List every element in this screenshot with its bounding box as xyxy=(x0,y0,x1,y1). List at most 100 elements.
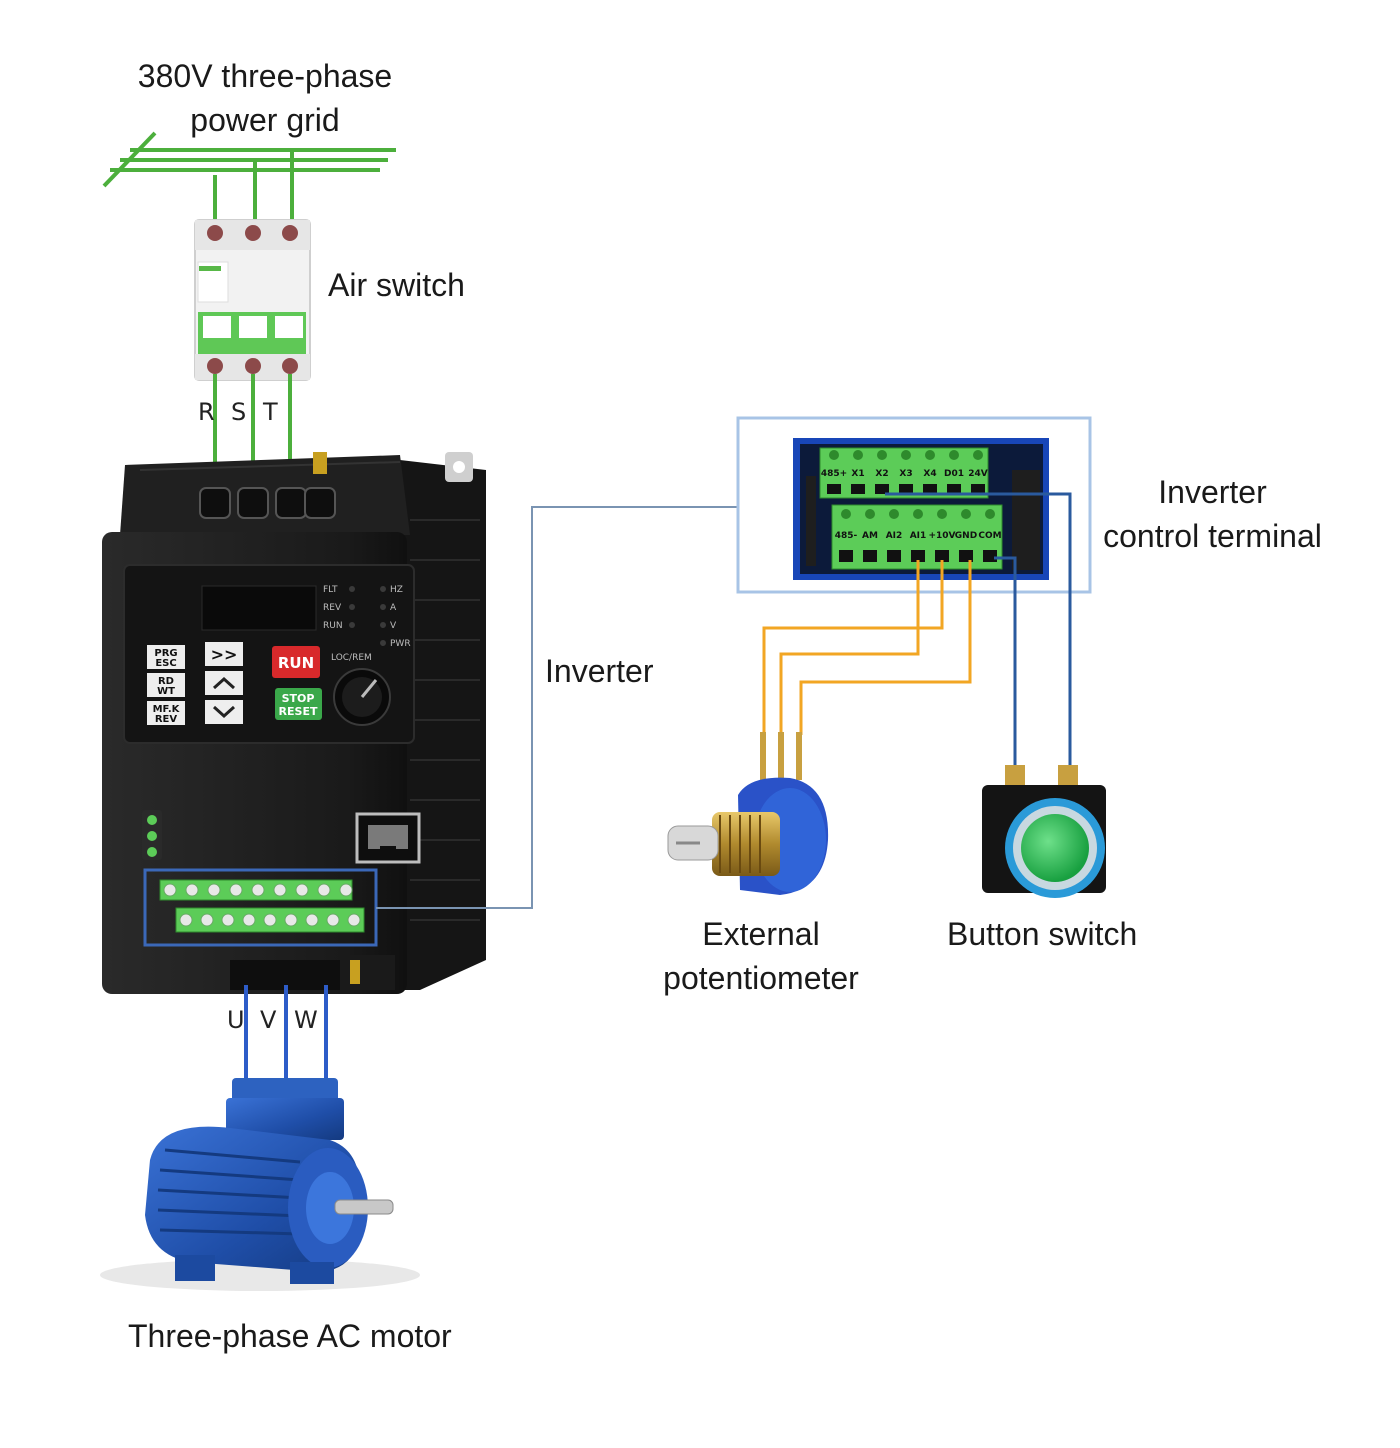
led-flt-label: FLT xyxy=(323,585,338,595)
terminal-screw-top-6 xyxy=(973,450,983,460)
inverter-label: Inverter xyxy=(545,653,654,689)
terminal-label-top-6: 24V xyxy=(968,469,988,479)
terminal-slot-bottom-3 xyxy=(911,550,925,562)
rd-key-line-2[interactable]: WT xyxy=(157,686,175,697)
rd-key-line-1[interactable]: RD xyxy=(158,676,174,687)
potentiometer-label-line-1: External xyxy=(702,916,820,952)
inverter-screw-bottom-7 xyxy=(326,913,340,927)
inverter-screw-top-7 xyxy=(317,883,331,897)
air-switch-label: Air switch xyxy=(328,267,465,303)
terminal-label-top-2: X2 xyxy=(875,469,888,479)
button-switch xyxy=(982,765,1106,898)
phase-u-label: U xyxy=(227,1006,245,1034)
output-wires xyxy=(244,985,328,1082)
terminal-slot-top-1 xyxy=(851,484,865,494)
led-a-label: A xyxy=(390,603,397,613)
locrem-label: LOC/REM xyxy=(331,653,372,663)
terminal-label-bottom-5: GND xyxy=(955,531,977,541)
terminal-slot-top-0 xyxy=(827,484,841,494)
terminal-slot-bottom-0 xyxy=(839,550,853,562)
terminal-screw-top-1 xyxy=(853,450,863,460)
terminal-slot-top-6 xyxy=(971,484,985,494)
mfk-key-line-2[interactable]: REV xyxy=(155,714,178,725)
terminal-label-bottom-6: COM xyxy=(978,531,1001,541)
terminal-label-top-3: X3 xyxy=(899,469,912,479)
inverter-screw-bottom-2 xyxy=(221,913,235,927)
terminal-slot-bottom-1 xyxy=(863,550,877,562)
terminal-slot-top-5 xyxy=(947,484,961,494)
inverter-screw-bottom-3 xyxy=(242,913,256,927)
inverter-screw-top-1 xyxy=(185,883,199,897)
stop-key-line-2[interactable]: RESET xyxy=(279,705,318,718)
terminal-screw-bottom-1 xyxy=(865,509,875,519)
potentiometer-wires xyxy=(762,560,972,735)
led-v-label: V xyxy=(390,621,397,631)
terminal-slot-top-3 xyxy=(899,484,913,494)
potentiometer-label: External potentiometer xyxy=(646,912,876,1000)
led-rev-label: REV xyxy=(323,603,342,613)
terminal-screw-bottom-4 xyxy=(937,509,947,519)
prg-key-line-1[interactable]: PRG xyxy=(154,648,177,659)
terminal-label-bottom-0: 485- xyxy=(835,531,858,541)
terminal-label-top-1: X1 xyxy=(851,469,864,479)
terminal-screw-bottom-2 xyxy=(889,509,899,519)
inverter-screw-bottom-8 xyxy=(347,913,361,927)
terminal-slot-top-2 xyxy=(875,484,889,494)
external-potentiometer xyxy=(667,732,829,895)
control-terminal-label-line-1: Inverter xyxy=(1158,474,1267,510)
control-terminal-label: Inverter control terminal xyxy=(1090,470,1335,558)
inverter-screw-top-4 xyxy=(251,883,265,897)
control-terminal-label-line-2: control terminal xyxy=(1103,518,1322,554)
inverter-screw-top-3 xyxy=(229,883,243,897)
terminal-label-bottom-3: AI1 xyxy=(910,531,927,541)
terminal-slot-top-4 xyxy=(923,484,937,494)
potentiometer-label-line-2: potentiometer xyxy=(663,960,859,996)
led-run-label: RUN xyxy=(323,621,343,631)
phase-w-label: W xyxy=(294,1006,318,1034)
inverter-screw-bottom-5 xyxy=(284,913,298,927)
phase-v-label: V xyxy=(260,1006,277,1034)
terminal-screw-top-0 xyxy=(829,450,839,460)
connection-line xyxy=(376,506,740,909)
terminal-screw-top-5 xyxy=(949,450,959,460)
terminal-slot-bottom-4 xyxy=(935,550,949,562)
terminal-slot-bottom-5 xyxy=(959,550,973,562)
shift-key[interactable]: >> xyxy=(211,645,238,664)
inverter-screw-bottom-1 xyxy=(200,913,214,927)
inverter-screw-top-2 xyxy=(207,883,221,897)
inverter-screw-top-6 xyxy=(295,883,309,897)
inverter-screw-bottom-6 xyxy=(305,913,319,927)
terminal-screw-bottom-3 xyxy=(913,509,923,519)
terminal-screw-top-2 xyxy=(877,450,887,460)
led-hz-label: HZ xyxy=(390,585,403,595)
terminal-slot-bottom-6 xyxy=(983,550,997,562)
prg-key-line-2[interactable]: ESC xyxy=(155,658,176,669)
motor-label: Three-phase AC motor xyxy=(128,1318,452,1354)
terminal-screw-top-4 xyxy=(925,450,935,460)
grid-label-line-2: power grid xyxy=(190,102,340,138)
mfk-key-line-1[interactable]: MF.K xyxy=(153,704,181,715)
phase-r-label: R xyxy=(198,398,215,426)
terminal-screw-bottom-5 xyxy=(961,509,971,519)
phase-s-label: S xyxy=(231,398,247,426)
terminal-screw-bottom-0 xyxy=(841,509,851,519)
inverter-screw-bottom-0 xyxy=(179,913,193,927)
terminal-screw-top-3 xyxy=(901,450,911,460)
inverter-screw-top-8 xyxy=(339,883,353,897)
button-switch-label: Button switch xyxy=(947,916,1138,952)
button-wires xyxy=(885,492,1072,775)
run-key[interactable]: RUN xyxy=(278,654,314,672)
terminal-slot-bottom-2 xyxy=(887,550,901,562)
terminal-label-bottom-4: +10V xyxy=(928,531,955,541)
grid-label-line-1: 380V three-phase xyxy=(137,58,393,94)
inverter-unit xyxy=(102,452,486,994)
terminal-label-bottom-1: AM xyxy=(862,531,878,541)
phase-t-label: T xyxy=(263,398,278,426)
three-phase-motor xyxy=(100,1078,420,1291)
power-grid-lines xyxy=(102,131,396,232)
stop-key-line-1[interactable]: STOP xyxy=(282,692,315,705)
